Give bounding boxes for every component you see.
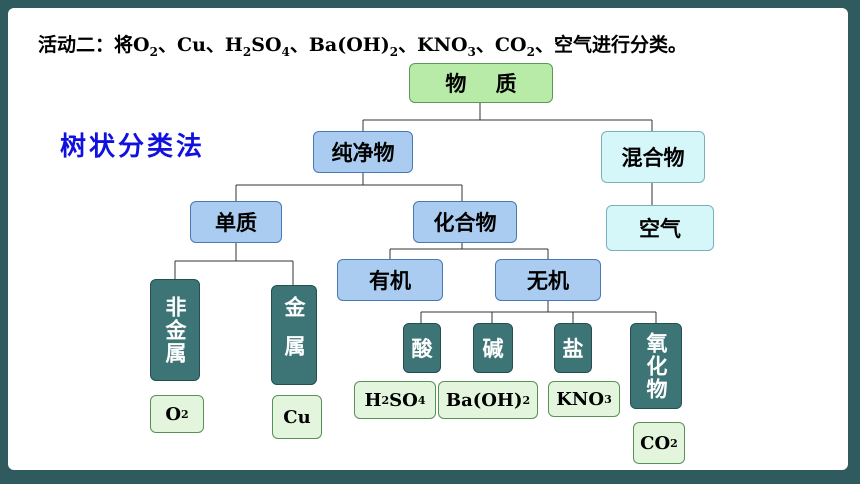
node-oxide: 氧化物 (630, 323, 682, 409)
example-baoh2: Ba(OH)2 (438, 381, 538, 419)
title-kno3: KNO3 (417, 34, 476, 59)
activity-title: 活动二：将O2、Cu、H2SO4、Ba(OH)2、KNO3、CO2、空气进行分类… (38, 34, 688, 59)
tree-classification-method-label: 树状分类法 (60, 132, 206, 162)
node-base: 碱 (473, 323, 513, 373)
example-cu: Cu (272, 395, 322, 439)
title-o2: O2 (133, 34, 158, 59)
tree-connector-lines (174, 103, 657, 323)
node-air: 空气 (606, 205, 714, 251)
node-salt: 盐 (554, 323, 592, 373)
node-mixture: 混合物 (601, 131, 705, 183)
title-air: 空气 (553, 34, 592, 56)
title-baoh2: Ba(OH)2 (308, 34, 399, 59)
node-compound: 化合物 (413, 201, 517, 243)
node-nonmetal: 非金属 (150, 279, 200, 381)
node-acid: 酸 (403, 323, 441, 373)
node-organic: 有机 (337, 259, 443, 301)
title-cu: Cu (176, 34, 206, 56)
node-pure-substance: 纯净物 (313, 131, 413, 173)
title-h2so4: H2SO4 (224, 34, 290, 59)
slide: 活动二：将O2、Cu、H2SO4、Ba(OH)2、KNO3、CO2、空气进行分类… (8, 8, 848, 470)
node-element: 单质 (190, 201, 282, 243)
node-metal: 金属 (271, 285, 317, 385)
node-matter: 物 质 (409, 63, 553, 103)
node-inorganic: 无机 (495, 259, 601, 301)
title-co2: CO2 (494, 34, 535, 59)
